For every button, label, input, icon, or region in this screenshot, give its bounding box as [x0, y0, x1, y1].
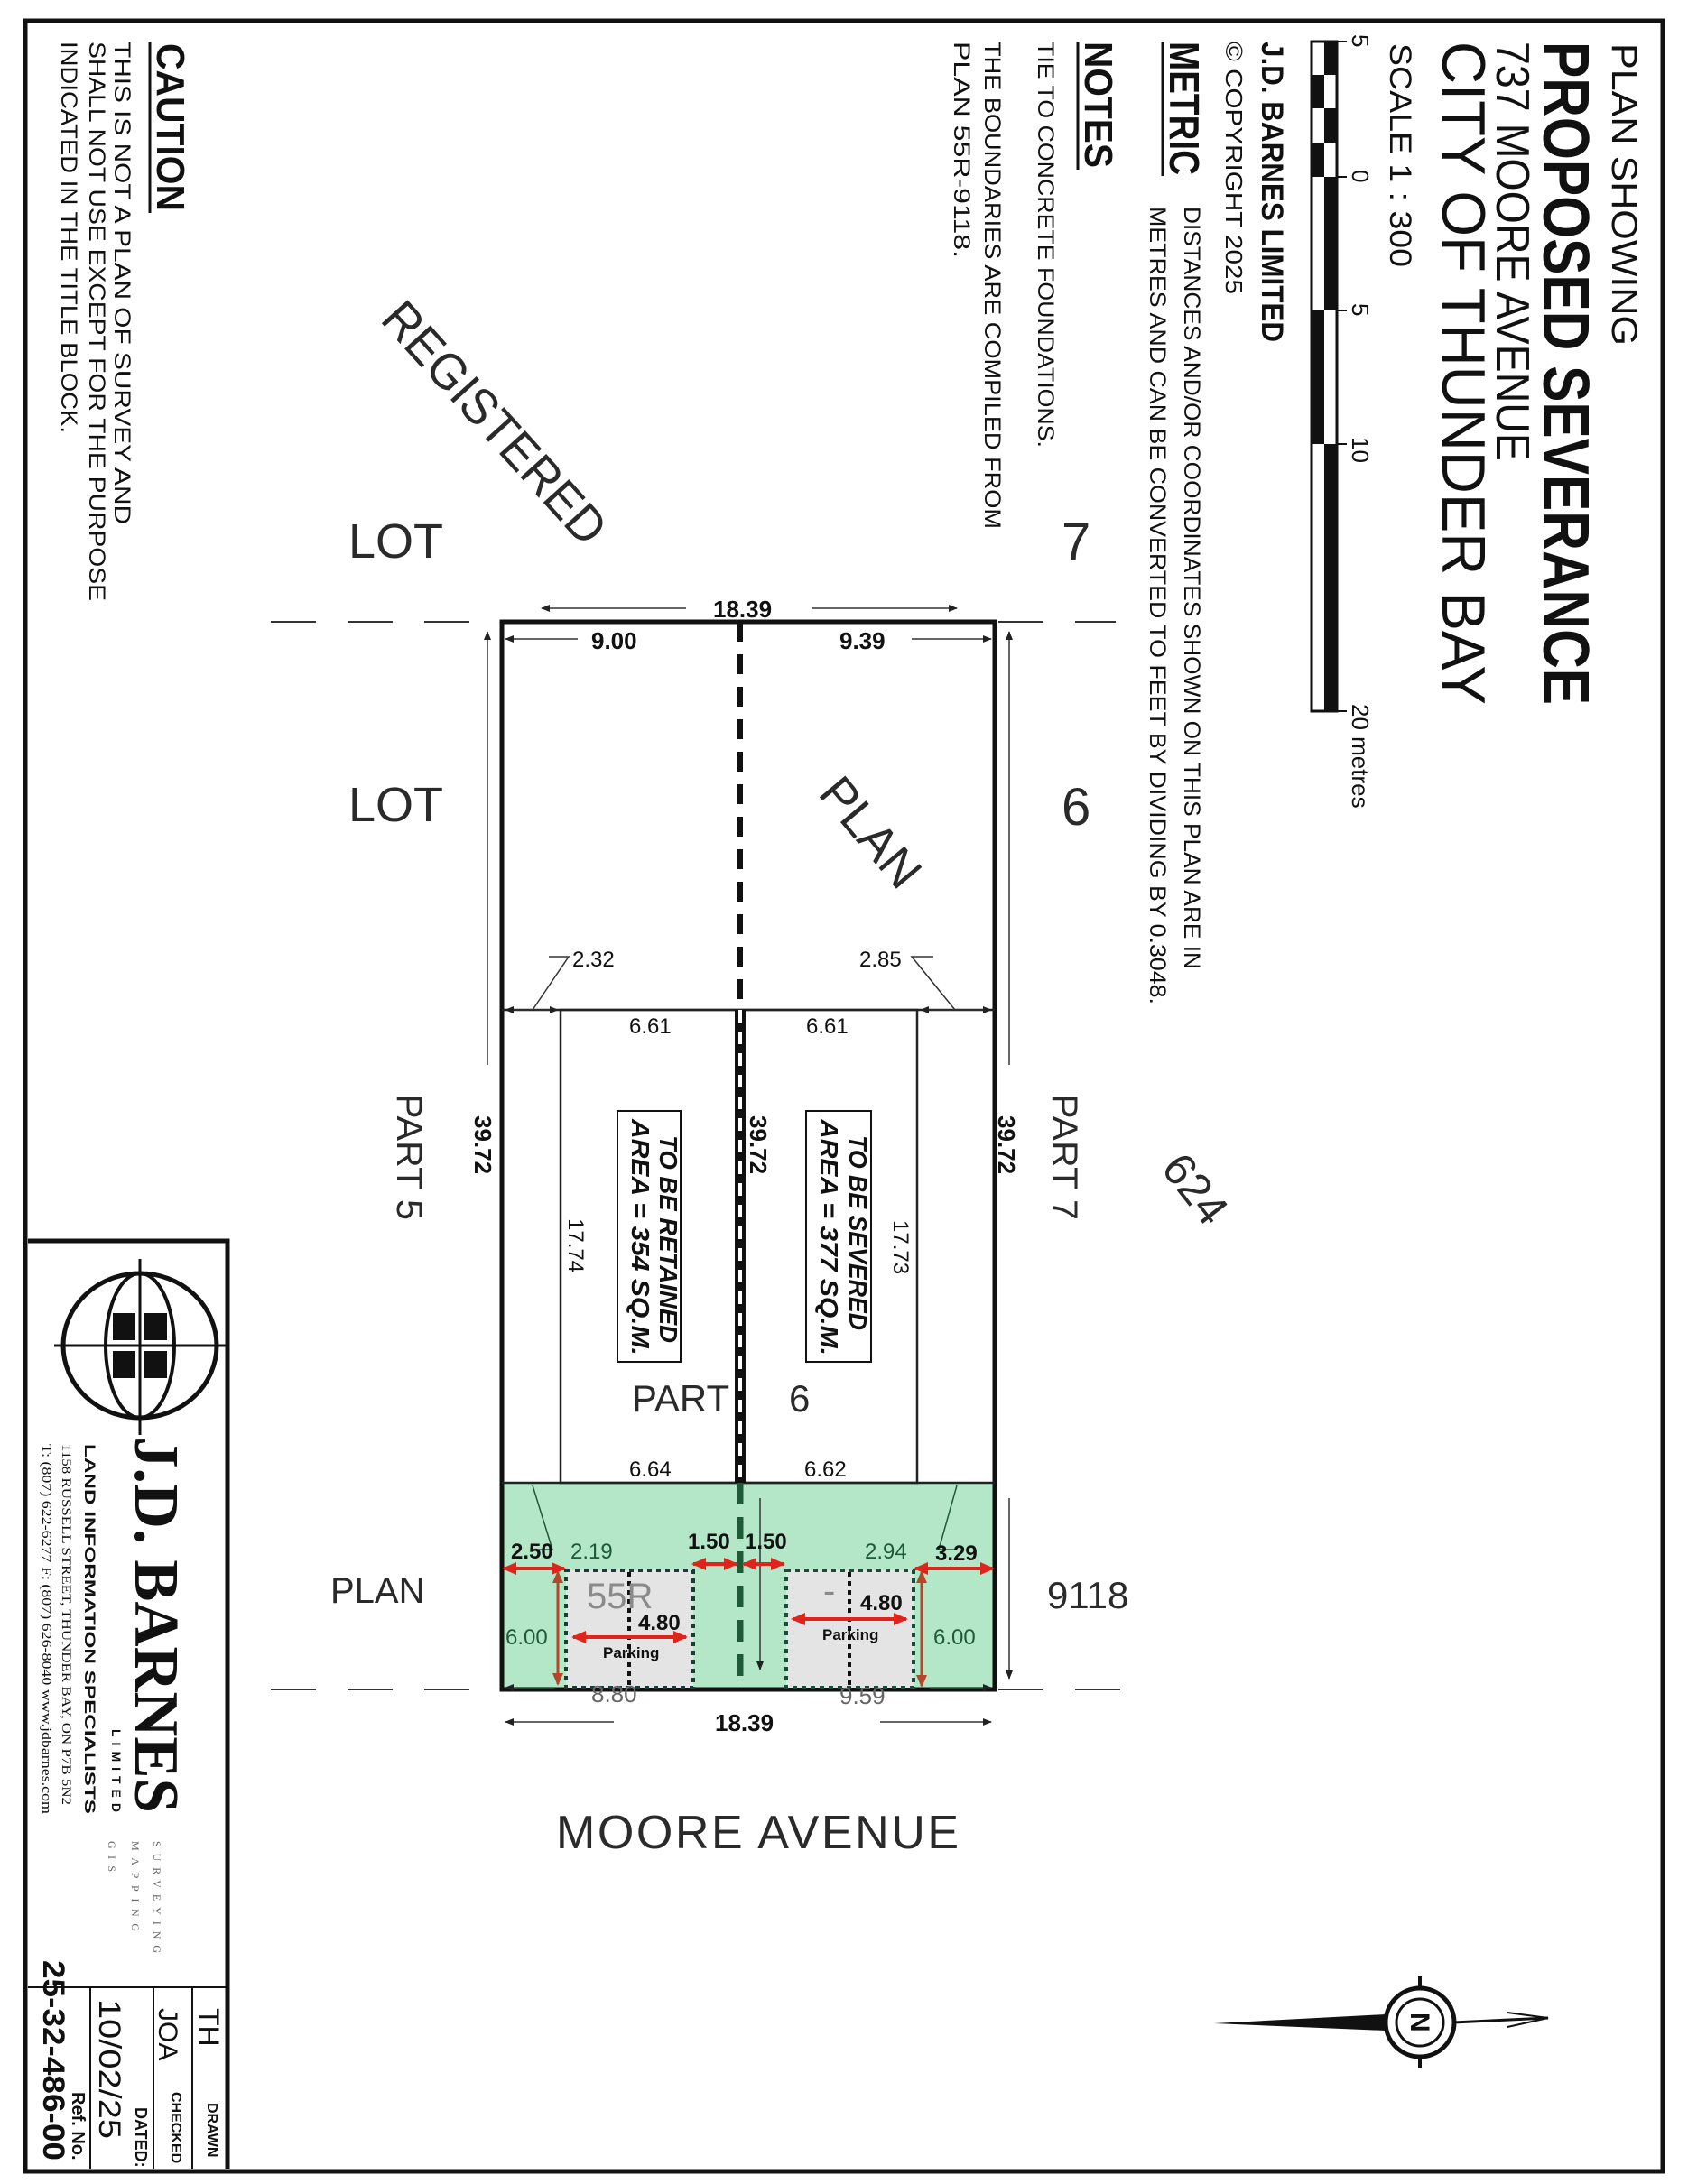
parking-depth-left: 6.00 — [505, 1625, 548, 1650]
parking-width-left: 4.80 — [638, 1611, 681, 1635]
metric-line-1: DISTANCES AND/OR COORDINATES SHOWN ON TH… — [1179, 207, 1204, 969]
dim-left-top: 9.00 — [591, 627, 637, 654]
drawn-by: TH — [192, 2008, 225, 2047]
parking-width-right: 4.80 — [860, 1591, 903, 1615]
lot-number-6: 6 — [1062, 778, 1090, 837]
scale-label: 5 — [1347, 34, 1374, 47]
dim-front-right: 2.94 — [865, 1540, 907, 1564]
dim-depth-left: 39.72 — [469, 1115, 496, 1174]
signoff-table: DRAWN TH CHECKED JOA DATED: 10/02/25 Ref… — [28, 1960, 227, 2169]
lot-drawing: TO BE RETAINED AREA = 354 SQ.M. TO BE SE… — [271, 596, 1151, 1736]
retained-label: TO BE RETAINED — [654, 1135, 682, 1343]
part-6-label: PART — [632, 1377, 729, 1420]
ref-number: 25-32-486-00 — [36, 1960, 70, 2161]
checked-by: JOA — [153, 2008, 182, 2060]
note-1: TIE TO CONCRETE FOUNDATIONS. — [1033, 42, 1058, 448]
sheet-border — [23, 18, 1665, 2174]
dim-frontage-bottom: 18.39 — [715, 1709, 774, 1736]
metric-line-2: METRES AND CAN BE CONVERTED TO FEET BY D… — [1145, 207, 1170, 1004]
lot-boundary — [499, 619, 997, 1692]
service-surveying: SURVEYING — [151, 1841, 163, 1953]
plan-55r-label: 55R — [587, 1577, 653, 1616]
scale-label: 20 metres — [1347, 704, 1374, 809]
parking-label-right: Parking — [822, 1626, 878, 1643]
parking-label-left: Parking — [603, 1644, 659, 1661]
dated-value: 10/02/25 — [92, 1999, 126, 2139]
severed-label: TO BE SEVERED — [844, 1135, 872, 1330]
dim-house-right-bottom: 6.62 — [804, 1458, 847, 1482]
street-name: MOORE AVENUE — [556, 1807, 959, 1859]
checked-label: CHECKED — [168, 2092, 183, 2163]
dim-setback-left: 2.32 — [572, 948, 615, 972]
note-2-line-2: PLAN 55R-9118. — [949, 42, 974, 258]
scale-label: 0 — [1347, 170, 1374, 182]
city-text: CITY OF THUNDER BAY — [1429, 42, 1498, 705]
service-mapping: MAPPING — [129, 1841, 142, 1931]
scale-label: 10 — [1347, 437, 1374, 463]
caution-block: CAUTION THIS IS NOT A PLAN OF SURVEY AND… — [56, 42, 192, 601]
lot-label: LOT — [348, 514, 443, 569]
drawn-label: DRAWN — [204, 2103, 219, 2157]
company-address: 1158 RUSSELL STREET, THUNDER BAY, ON P7B… — [59, 1444, 73, 1805]
parking-setback-right: 3.29 — [935, 1541, 978, 1566]
plan-label: PLAN — [330, 1571, 425, 1611]
number-624-label: 624 — [1152, 1143, 1238, 1234]
parking-setback-left: 2.50 — [511, 1540, 553, 1564]
plan-title: PROPOSED SEVERANCE — [1529, 42, 1601, 705]
plan-showing-text: PLAN SHOWING — [1604, 43, 1644, 346]
company-name-text: J.D. BARNES LIMITED — [1255, 42, 1289, 342]
address-text: 737 MOORE AVENUE — [1486, 42, 1538, 461]
lot-number-7: 7 — [1062, 513, 1090, 571]
dim-setback-right: 2.85 — [859, 948, 902, 972]
dim-right-top: 9.39 — [839, 627, 886, 654]
severed-area: AREA = 377 SQ.M. — [815, 1118, 843, 1356]
copyright-text: © COPYRIGHT 2025 — [1220, 42, 1247, 294]
dim-house-left-depth: 17.74 — [563, 1218, 588, 1272]
plan-dash-label: - — [823, 1571, 835, 1611]
notes-heading: NOTES — [1076, 42, 1120, 168]
parking-depth-right: 6.00 — [933, 1625, 976, 1650]
scale-label: 5 — [1347, 303, 1374, 316]
title-block: PLAN SHOWING PROPOSED SEVERANCE 737 MOOR… — [949, 34, 1644, 1004]
metric-heading: METRIC — [1161, 42, 1208, 175]
dim-house-left-bottom: 6.64 — [629, 1458, 672, 1482]
parking-center-left: 1.50 — [688, 1530, 730, 1554]
plan-diagonal-label: PLAN — [809, 766, 932, 899]
dim-frontage-top: 18.39 — [713, 596, 772, 623]
caution-heading: CAUTION — [148, 43, 192, 211]
retained-area-box — [617, 1110, 682, 1363]
part-5-label: PART 5 — [389, 1094, 429, 1220]
dim-bottom-right: 9.59 — [839, 1682, 886, 1709]
plan-9118-label: 9118 — [1047, 1574, 1128, 1616]
dim-depth-center: 39.72 — [745, 1115, 772, 1174]
part-7-label: PART 7 — [1044, 1094, 1084, 1220]
dim-house-right-top: 6.61 — [806, 1014, 849, 1039]
dim-house-left-top: 6.61 — [629, 1014, 672, 1039]
company-wordmark: J.D. BARNES — [121, 1437, 190, 1813]
dim-front-left: 2.19 — [570, 1540, 613, 1564]
north-letter: N — [1405, 2013, 1434, 2032]
dim-bottom-left: 8.80 — [591, 1680, 637, 1707]
severed-area-box — [805, 1110, 872, 1363]
scale-bar: 5 0 5 10 20 metres — [1310, 34, 1374, 809]
dim-house-right-depth: 17.73 — [888, 1220, 913, 1274]
company-contact: T: (807) 622-6277 F: (807) 626-8040 www.… — [39, 1444, 53, 1814]
ref-label: Ref. No. — [68, 2092, 88, 2161]
parking-center-right: 1.50 — [745, 1530, 787, 1554]
service-gis: GIS — [106, 1841, 118, 1872]
dated-label: DATED: — [132, 2107, 150, 2168]
dim-depth-right: 39.72 — [993, 1115, 1020, 1174]
note-2-line-1: THE BOUNDARIES ARE COMPILED FROM — [979, 42, 1005, 529]
scale-text: SCALE 1 : 300 — [1383, 43, 1417, 267]
part-6-number: 6 — [789, 1377, 810, 1420]
caution-line-3: INDICATED IN THE TITLE BLOCK. — [56, 42, 81, 433]
company-logo — [54, 1259, 227, 1435]
company-block: J.D. BARNES LIMITED LAND INFORMATION SPE… — [28, 1238, 230, 2169]
lot-label: LOT — [348, 778, 443, 832]
company-tagline: LAND INFORMATION SPECIALISTS — [81, 1444, 98, 1814]
caution-line-2: SHALL NOT USE EXCEPT FOR THE PURPOSE — [84, 42, 109, 601]
caution-line-1: THIS IS NOT A PLAN OF SURVEY AND — [109, 42, 134, 524]
retained-area: AREA = 354 SQ.M. — [626, 1118, 654, 1356]
north-arrow: N — [1214, 1976, 1549, 2068]
